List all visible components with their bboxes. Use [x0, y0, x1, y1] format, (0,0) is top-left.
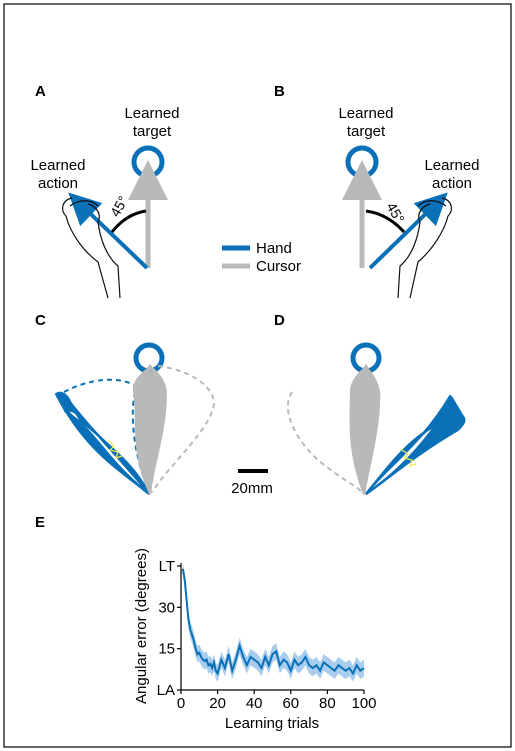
- x-tick-label: 60: [282, 695, 299, 712]
- panel-b-angle-label: 45°: [383, 200, 407, 226]
- y-ticks: LA 15 30 LT: [157, 558, 181, 699]
- panel-c: C: [35, 312, 216, 495]
- legend-hand-label: Hand: [256, 240, 292, 257]
- panel-d-letter: D: [274, 312, 285, 329]
- panel-a-hand-arrow: [68, 192, 149, 270]
- hand-trajectory: [365, 414, 466, 495]
- panel-c-cursor-trajectories: [133, 364, 167, 495]
- panel-b-hand-arrow: [368, 192, 448, 270]
- panel-d-tracker-marks: [401, 449, 417, 467]
- panel-e-letter: E: [35, 514, 45, 531]
- figure-border: [3, 3, 512, 748]
- panel-b-angle-arc: [365, 209, 406, 234]
- panel-b-action-label-1: Learned: [424, 157, 479, 174]
- panel-a-angle-arc: [110, 209, 147, 233]
- y-tick-label: LA: [157, 682, 175, 699]
- scale-bar: 20mm: [231, 469, 273, 497]
- scale-bar-label: 20mm: [231, 480, 273, 497]
- panel-c-letter: C: [35, 312, 46, 329]
- cursor-trajectory: [361, 364, 369, 495]
- x-tick-label: 40: [246, 695, 263, 712]
- panel-d: D: [274, 312, 466, 495]
- panel-a-action-label-2: action: [38, 175, 78, 192]
- panel-b-target-label-2: target: [347, 123, 386, 140]
- x-ticks: 0 20 40 60 80 100: [177, 690, 377, 712]
- panel-b-letter: B: [274, 83, 285, 100]
- panel-b: B Learned target 45° Learned action: [274, 83, 480, 299]
- legend: Hand Cursor: [222, 240, 301, 275]
- panel-a-letter: A: [35, 83, 46, 100]
- panel-d-hand-trajectories: [365, 394, 466, 495]
- y-axis-label: Angular error (degrees): [133, 548, 150, 704]
- panel-d-cursor-mean-path: [286, 391, 363, 493]
- x-tick-label: 20: [209, 695, 226, 712]
- x-axis-label: Learning trials: [225, 715, 319, 732]
- panel-e: E 0 20 40 60 80 100 LA 15 30 LT Learning trials …: [35, 514, 377, 732]
- legend-cursor-label: Cursor: [256, 258, 301, 275]
- mean-error-line: [181, 568, 365, 676]
- panel-a-angle-label: 45°: [107, 193, 131, 219]
- x-tick-label: 0: [177, 695, 185, 712]
- panel-c-cursor-mean-path: [151, 365, 216, 493]
- panel-c-tracker-marks: [107, 439, 123, 459]
- hand-trajectory: [64, 409, 150, 495]
- learning-chart: 0 20 40 60 80 100 LA 15 30 LT Learning trials An…: [133, 548, 377, 732]
- y-tick-label: 15: [158, 641, 175, 658]
- cursor-trajectory: [146, 364, 155, 495]
- panel-a-hand-drawing: [62, 197, 121, 299]
- panel-b-hand-drawing: [397, 197, 452, 299]
- x-tick-label: 80: [319, 695, 336, 712]
- panel-b-target-label-1: Learned: [338, 105, 393, 122]
- y-tick-label: 30: [158, 599, 175, 616]
- panel-d-cursor-trajectories: [349, 364, 381, 495]
- panel-a-action-label-1: Learned: [30, 157, 85, 174]
- y-tick-label: LT: [159, 558, 175, 575]
- panel-a: A Learned target 45° Learned action: [30, 83, 180, 299]
- x-tick-label: 100: [351, 695, 376, 712]
- panel-a-target-label-2: target: [133, 123, 172, 140]
- confidence-band: [182, 563, 364, 682]
- panel-b-action-label-2: action: [432, 175, 472, 192]
- panel-a-target-label-1: Learned: [124, 105, 179, 122]
